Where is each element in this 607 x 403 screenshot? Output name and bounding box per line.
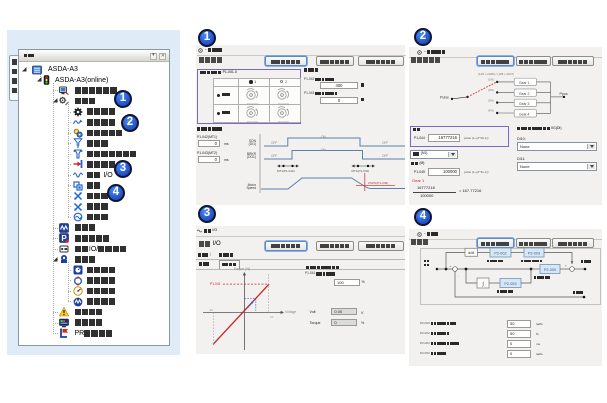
svg-text:+: + — [450, 264, 452, 268]
svg-text:P2-053: P2-053 — [504, 282, 516, 286]
svg-text:d/dt: d/dt — [468, 251, 475, 255]
svg-text:P: P — [61, 234, 67, 243]
svg-text:Gear 2: Gear 2 — [519, 92, 529, 96]
svg-text:Ppos: Ppos — [560, 92, 568, 96]
svg-text:P2-000: P2-000 — [544, 268, 556, 272]
svg-text:Gear 4: Gear 4 — [519, 113, 529, 117]
svg-text:P2-002: P2-002 — [494, 252, 506, 256]
svg-text:+: + — [565, 264, 567, 268]
svg-text:P2-003: P2-003 — [528, 252, 540, 256]
svg-text:Gear 3: Gear 3 — [519, 102, 529, 106]
svg-text:Gear 1: Gear 1 — [519, 81, 529, 85]
svg-text:-: - — [458, 274, 459, 278]
svg-text:∫: ∫ — [481, 282, 484, 288]
svg-text:(1/N): (1/N) — [488, 78, 494, 82]
svg-text:Pulse: Pulse — [440, 95, 449, 99]
svg-text:(2/N): (2/N) — [488, 88, 494, 92]
svg-text:(3/N): (3/N) — [488, 98, 494, 102]
svg-text:(4/N): (4/N) — [488, 109, 494, 113]
